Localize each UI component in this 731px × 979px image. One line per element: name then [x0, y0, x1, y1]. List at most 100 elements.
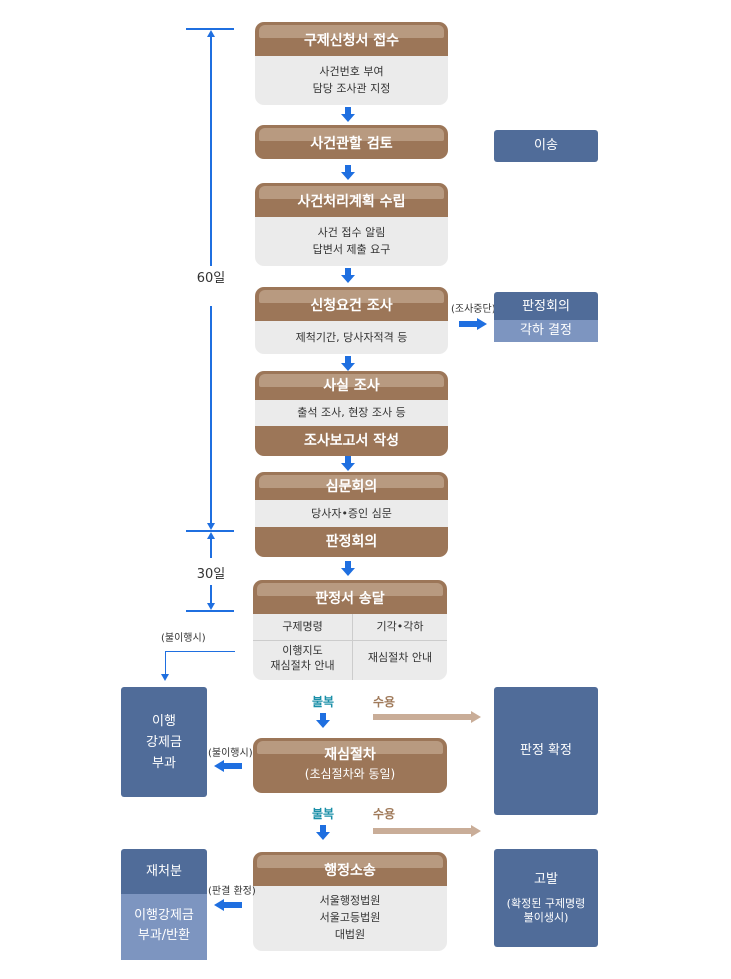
nonperform-label-mid: (불이행시) [208, 748, 253, 759]
step-plan-header: 사건처리계획 수립 [255, 183, 448, 217]
step-line: 이행지도 [282, 644, 323, 657]
down-arrow-icon [341, 456, 355, 472]
enforcement-line: 이행 [152, 714, 176, 729]
final-judgment-label: (판결 환정) [208, 886, 256, 897]
period-60-label: 60일 [191, 267, 231, 286]
accept-arrow-icon [373, 825, 481, 837]
delivery-divider [352, 614, 353, 680]
connector-line [165, 651, 166, 675]
nonperform-label-top: (불이행시) [161, 633, 206, 644]
accusation-line: (확정된 구제명령 [506, 897, 586, 910]
reprocess-line: 이행강제금 [134, 908, 194, 923]
timeline-down-arrow [207, 523, 215, 530]
step-line: 당사자•증인 심문 [311, 507, 392, 520]
step-requirement-title: 신청요건 조사 [310, 298, 393, 314]
accept-label-2: 수용 [373, 807, 396, 821]
step-receipt-body: 사건번호 부여 담당 조사관 지정 [255, 56, 448, 105]
step-requirement-header: 신청요건 조사 [255, 287, 448, 321]
dismiss-box-top: 판정회의 [494, 292, 598, 320]
step-line: 제척기간, 당사자적격 등 [295, 331, 408, 344]
step-hearing-header: 심문회의 [255, 472, 448, 500]
investigation-stop-label: (조사중단) [451, 304, 496, 315]
down-arrow-icon [316, 825, 330, 845]
timeline-up-arrow [207, 30, 215, 37]
delivery-right-head: 기각•각하 [353, 614, 447, 641]
step-delivery-body: 구제명령 기각•각하 이행지도 재심절차 안내 재심절차 안내 [253, 614, 447, 680]
step-line: 담당 조사관 지정 [312, 82, 391, 95]
step-report: 조사보고서 작성 [255, 426, 448, 456]
timeline-line [210, 538, 212, 558]
down-arrow-icon [341, 107, 355, 123]
step-review-header: 사건관할 검토 [255, 125, 448, 159]
dismiss-box-bottom: 각하 결정 [494, 320, 598, 342]
step-fact-body: 출석 조사, 현장 조사 등 [255, 400, 448, 426]
step-line: 출석 조사, 현장 조사 등 [297, 406, 406, 419]
step-line: 사건 접수 알림 [317, 226, 386, 239]
step-fact-header: 사실 조사 [255, 371, 448, 400]
connector-line [165, 651, 235, 652]
step-delivery-title: 판정서 송달 [315, 591, 385, 607]
step-lawsuit-body: 서울행정법원 서울고등법원 대법원 [253, 886, 447, 951]
step-retrial-title: 재심절차 [324, 747, 376, 763]
step-receipt-header: 구제신청서 접수 [255, 22, 448, 56]
step-requirement-body: 제척기간, 당사자적격 등 [255, 321, 448, 354]
down-arrow-icon [316, 713, 330, 733]
timeline-line [210, 34, 212, 266]
right-arrow-icon [459, 318, 487, 330]
step-retrial: 재심절차 (초심절차와 동일) [253, 738, 447, 793]
timeline-down-arrow [207, 603, 215, 610]
final-decision-box: 판정 확정 [494, 687, 598, 815]
accept-label-1: 수용 [373, 695, 396, 709]
delivery-left-body: 이행지도 재심절차 안내 [253, 641, 352, 673]
step-line: 재심절차 안내 [367, 651, 433, 664]
step-line: 대법원 [334, 928, 366, 941]
transfer-box: 이송 [494, 130, 598, 162]
step-line: 답변서 제출 요구 [312, 243, 391, 256]
object-label-2: 불복 [312, 807, 335, 821]
step-receipt-title: 구제신청서 접수 [303, 33, 400, 49]
enforcement-box: 이행 강제금 부과 [121, 687, 207, 797]
timeline-up-arrow [207, 532, 215, 539]
enforcement-line: 강제금 [146, 735, 182, 750]
timeline-mid-tick [186, 530, 234, 532]
step-lawsuit-header: 행정소송 [253, 852, 447, 886]
enforcement-line: 부과 [152, 756, 176, 771]
delivery-left-head: 구제명령 [253, 614, 352, 641]
step-review-title: 사건관할 검토 [310, 136, 393, 152]
step-judgment: 판정회의 [255, 527, 448, 557]
left-arrow-icon [214, 760, 242, 772]
accusation-box: 고발 (확정된 구제명령 불이생시) [494, 849, 598, 947]
down-arrow-icon [161, 674, 169, 681]
step-plan-body: 사건 접수 알림 답변서 제출 요구 [255, 217, 448, 266]
period-30-label: 30일 [191, 563, 231, 582]
step-line: 재심절차 안내 [270, 659, 335, 672]
timeline-line [210, 585, 212, 604]
step-hearing-body: 당사자•증인 심문 [255, 500, 448, 527]
step-lawsuit-title: 행정소송 [324, 863, 376, 879]
step-delivery-header: 판정서 송달 [253, 580, 447, 614]
step-judgment-title: 판정회의 [325, 534, 378, 550]
timeline-line [210, 306, 212, 524]
reprocess-line: 부과/반환 [137, 928, 191, 943]
accept-arrow-icon [373, 711, 481, 723]
accusation-line: 불이생시) [523, 911, 569, 924]
step-hearing-title: 심문회의 [325, 479, 378, 495]
down-arrow-icon [341, 561, 355, 577]
timeline-top-tick [186, 28, 234, 30]
down-arrow-icon [341, 356, 355, 372]
step-report-title: 조사보고서 작성 [303, 433, 400, 449]
down-arrow-icon [341, 268, 355, 284]
step-plan-title: 사건처리계획 수립 [297, 194, 406, 210]
reprocess-body-box: 이행강제금 부과/반환 [121, 894, 207, 960]
object-label-1: 불복 [312, 695, 335, 709]
step-line: 서울고등법원 [319, 911, 381, 924]
timeline-bottom-tick [186, 610, 234, 612]
step-line: 사건번호 부여 [319, 65, 384, 78]
left-arrow-icon [214, 899, 242, 911]
accusation-title: 고발 [534, 872, 558, 887]
step-line: 서울행정법원 [319, 894, 381, 907]
delivery-right-body: 재심절차 안내 [353, 641, 447, 665]
reprocess-title-box: 재처분 [121, 849, 207, 894]
step-fact-title: 사실 조사 [323, 378, 380, 394]
down-arrow-icon [341, 165, 355, 181]
